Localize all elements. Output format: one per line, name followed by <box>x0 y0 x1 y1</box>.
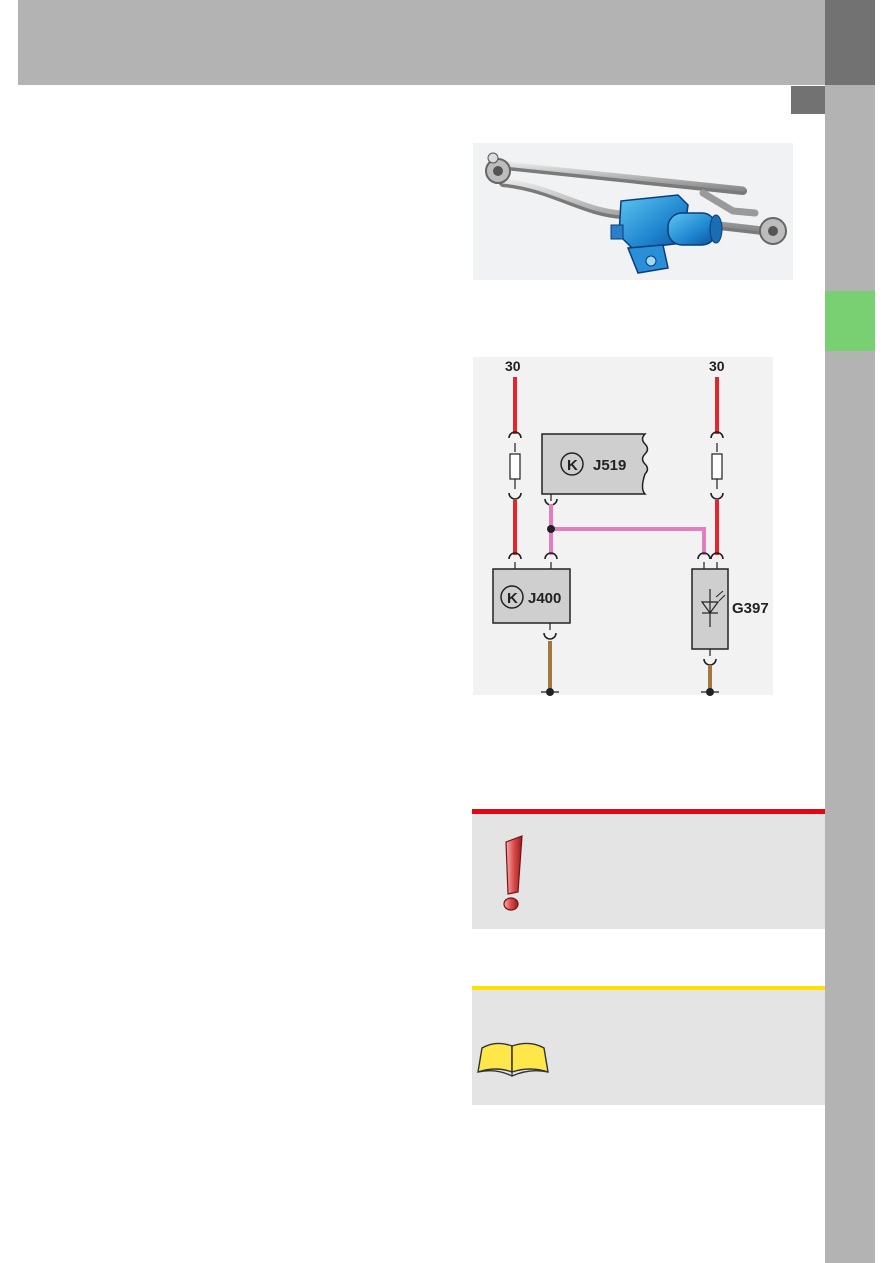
sensor-g397-label: G397 <box>732 600 769 617</box>
ground-left <box>546 688 554 696</box>
module-j400-box <box>492 568 571 624</box>
exclamation-icon <box>503 835 523 911</box>
module-j400-label: J400 <box>528 590 561 607</box>
reference-note <box>472 986 825 1105</box>
svg-text:K: K <box>507 590 518 607</box>
svg-text:K: K <box>567 457 578 474</box>
module-j519-label: J519 <box>593 457 626 474</box>
circuit-diagram: 30 30 K J519 <box>473 357 773 702</box>
page-marker <box>791 86 825 114</box>
chapter-tab <box>825 0 875 85</box>
open-book-icon <box>477 1042 549 1077</box>
module-j519-box <box>541 433 649 495</box>
ground-right <box>706 688 714 696</box>
warning-note <box>472 809 825 929</box>
side-strip <box>825 85 875 1263</box>
fuse-left <box>509 453 521 480</box>
terminal-30-left: 30 <box>505 358 521 374</box>
circuit-schematic: 30 30 K J519 <box>473 357 773 696</box>
junction-node <box>547 525 555 533</box>
header-bar <box>18 0 825 85</box>
section-tab-active <box>825 291 875 351</box>
wiper-motor-linkage-image <box>485 152 787 274</box>
fuse-right <box>711 453 723 480</box>
wiper-motor-photo <box>473 143 793 280</box>
terminal-30-right: 30 <box>709 358 725 374</box>
